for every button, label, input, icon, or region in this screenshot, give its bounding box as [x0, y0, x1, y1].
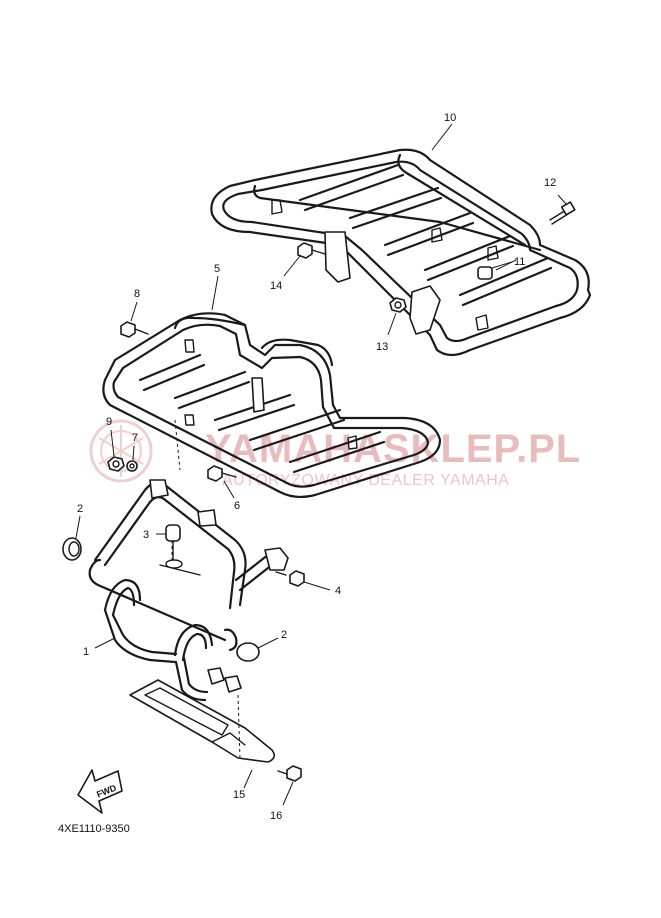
callout-5: 5: [214, 263, 220, 275]
bolt-part-14: [283, 242, 326, 277]
callout-labels: 1 2 2 3 4 5 6 7 8 9 10 11 12 13 14 15 16: [77, 112, 556, 822]
front-carrier: [102, 312, 442, 499]
callout-15: 15: [233, 789, 245, 801]
watermark-subtitle: AUTORYZOWANY DEALER YAMAHA: [222, 472, 509, 489]
watermark-title: YAMAHASKLEP.PL: [205, 427, 581, 471]
callout-2-right: 2: [281, 629, 287, 641]
callout-9: 9: [106, 416, 112, 428]
bolt-part-12: [549, 194, 576, 225]
spacer-part-11: [477, 261, 513, 280]
nut-part-9: [107, 429, 125, 472]
bolt-part-8: [120, 301, 149, 338]
callout-4: 4: [335, 585, 341, 597]
yamaha-logo-icon: [89, 419, 153, 483]
callout-6: 6: [234, 500, 240, 512]
cap-part-2-left: [62, 515, 82, 561]
nut-part-13: [387, 297, 407, 336]
callout-16: 16: [270, 810, 282, 822]
cap-part-2-right: [236, 637, 279, 662]
callout-10: 10: [444, 112, 456, 124]
callout-8: 8: [134, 288, 140, 300]
washer-part-7: [126, 445, 138, 472]
callout-3: 3: [143, 529, 149, 541]
callout-12: 12: [544, 177, 556, 189]
skid-plate: [129, 667, 276, 789]
front-guard: [88, 479, 289, 702]
callout-7: 7: [132, 432, 138, 444]
bolt-part-16: [277, 765, 302, 806]
rear-carrier: [210, 148, 592, 357]
callout-14: 14: [270, 280, 282, 292]
callout-1: 1: [83, 646, 89, 658]
fwd-arrow-icon: FWD: [77, 769, 123, 814]
callout-11: 11: [514, 256, 525, 268]
callout-2-left: 2: [77, 503, 83, 515]
bolt-part-4: [275, 570, 331, 591]
damper-part-3: [156, 524, 183, 569]
bolt-part-6: [207, 465, 237, 499]
callout-13: 13: [376, 341, 388, 353]
diagram-code: 4XE1110-9350: [58, 823, 130, 835]
